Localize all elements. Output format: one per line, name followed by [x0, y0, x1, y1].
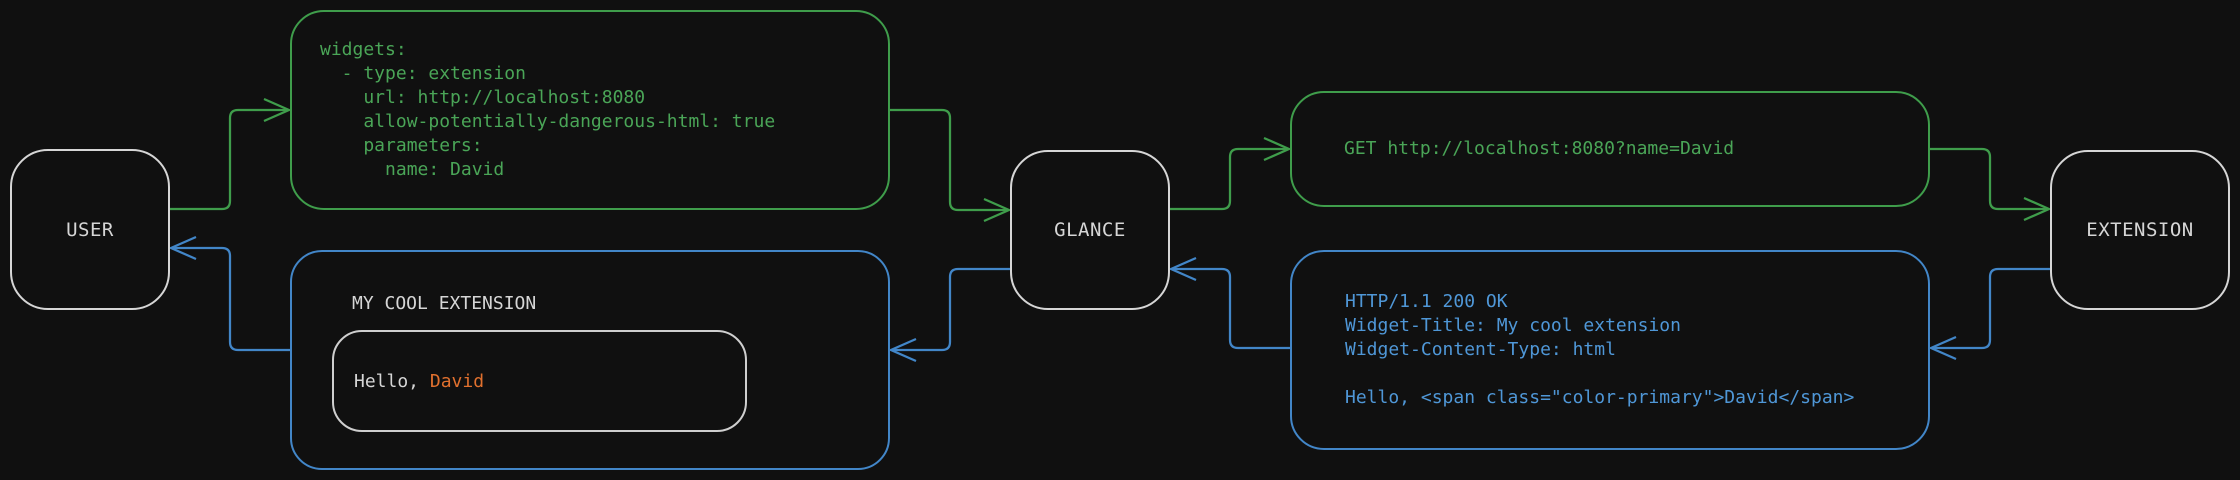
widget-title: MY COOL EXTENSION: [352, 293, 537, 314]
greeting-name: David: [429, 370, 485, 392]
widget-greeting-card: Hello, David: [332, 330, 747, 432]
user-node-label: USER: [66, 218, 114, 241]
yaml-config-box: widgets: - type: extension url: http://l…: [290, 10, 890, 210]
extension-node: EXTENSION: [2050, 150, 2230, 310]
greeting-prefix: Hello,: [354, 370, 430, 392]
glance-node: GLANCE: [1010, 150, 1170, 310]
arrow-request-to-extension: [1930, 147, 2052, 222]
http-request-code: GET http://localhost:8080?name=David: [1344, 138, 1735, 159]
user-node: USER: [10, 149, 170, 310]
arrow-config-to-glance: [890, 108, 1012, 223]
http-response-box: HTTP/1.1 200 OK Widget-Title: My cool ex…: [1290, 250, 1930, 450]
rendered-widget-box: MY COOL EXTENSION Hello, David: [290, 250, 890, 470]
http-response-code: HTTP/1.1 200 OK Widget-Title: My cool ex…: [1345, 291, 1855, 408]
arrow-widget-to-user: [168, 235, 290, 352]
arrow-user-to-config: [170, 97, 292, 211]
yaml-config-code: widgets: - type: extension url: http://l…: [320, 39, 776, 180]
arrow-extension-to-response: [1928, 267, 2050, 361]
arrow-glance-to-widget: [888, 267, 1010, 363]
http-request-box: GET http://localhost:8080?name=David: [1290, 91, 1930, 207]
arrow-response-to-glance: [1168, 256, 1290, 350]
extension-node-label: EXTENSION: [2086, 219, 2194, 241]
arrow-glance-to-request: [1170, 136, 1292, 211]
glance-node-label: GLANCE: [1054, 219, 1126, 241]
